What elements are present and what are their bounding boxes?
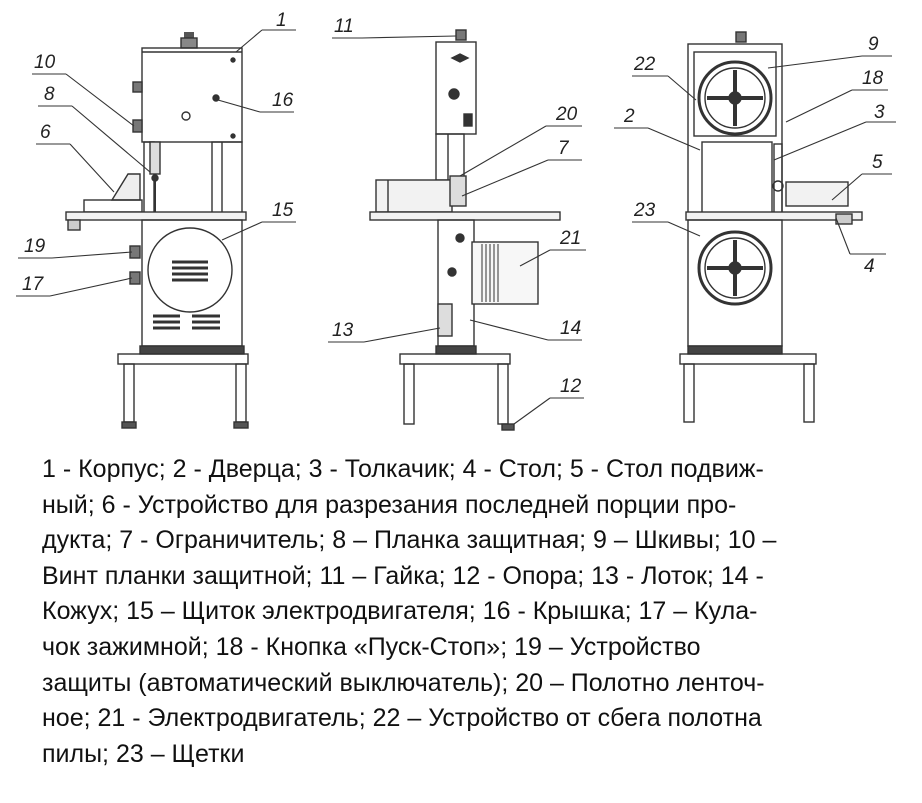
legend-line: чок зажимной; 18 - Кнопка «Пуск-Стоп»; 1… (42, 632, 701, 661)
legend-line: ное; 21 - Электродвигатель; 22 – Устройс… (42, 704, 762, 733)
callout-10: 10 (34, 52, 56, 73)
callout-12: 12 (560, 376, 582, 397)
callout-4: 4 (864, 256, 875, 277)
callout-15: 15 (272, 200, 294, 221)
callout-3: 3 (874, 102, 885, 123)
front-table (65, 211, 247, 221)
side-view (369, 29, 561, 431)
callout-17: 17 (22, 274, 45, 295)
callout-16: 16 (272, 90, 294, 111)
callout-5: 5 (872, 152, 883, 173)
lower-pulley (697, 230, 773, 306)
callout-23: 23 (633, 200, 656, 221)
leader-lines (16, 29, 896, 425)
legend-line: пилы; 23 – Щетки (42, 739, 245, 768)
legend-line: защиты (автоматический выключатель); 20 … (42, 668, 765, 697)
rear-view (679, 31, 863, 423)
side-table (369, 211, 561, 221)
callout-2: 2 (623, 106, 635, 127)
callout-1: 1 (276, 10, 287, 31)
front-view (65, 32, 249, 429)
legend-line: 1 - Корпус; 2 - Дверца; 3 - Толкачик; 4 … (42, 455, 764, 483)
callout-18: 18 (862, 68, 884, 89)
motor-shield-panel (147, 227, 233, 313)
upper-pulley (697, 60, 773, 136)
callout-14: 14 (560, 318, 581, 339)
band-saw-technical-drawing: 1 2 3 4 5 6 7 8 9 10 11 12 13 14 15 16 1… (16, 10, 896, 431)
legend-line: Винт планки защитной; 11 – Гайка; 12 - О… (42, 561, 764, 590)
callout-20: 20 (555, 104, 578, 125)
front-upper-housing (141, 47, 243, 143)
callout-7: 7 (558, 138, 570, 159)
legend-line: ный; 6 - Устройство для разрезания после… (42, 490, 737, 519)
callout-13: 13 (332, 320, 354, 341)
parts-legend: 1 - Корпус; 2 - Дверца; 3 - Толкачик; 4 … (42, 452, 902, 772)
callout-9: 9 (868, 34, 879, 55)
legend-line: Кожух; 15 – Щиток электродвигателя; 16 -… (42, 597, 758, 626)
callout-numbers: 1 2 3 4 5 6 7 8 9 10 11 12 13 14 15 16 1… (22, 10, 885, 397)
legend-line: дукта; 7 - Ограничитель; 8 – Планка защи… (42, 526, 777, 555)
callout-8: 8 (44, 84, 55, 105)
callout-6: 6 (40, 122, 51, 143)
callout-21: 21 (559, 228, 581, 249)
callout-22: 22 (633, 54, 656, 75)
callout-19: 19 (24, 236, 46, 257)
callout-11: 11 (334, 16, 354, 37)
